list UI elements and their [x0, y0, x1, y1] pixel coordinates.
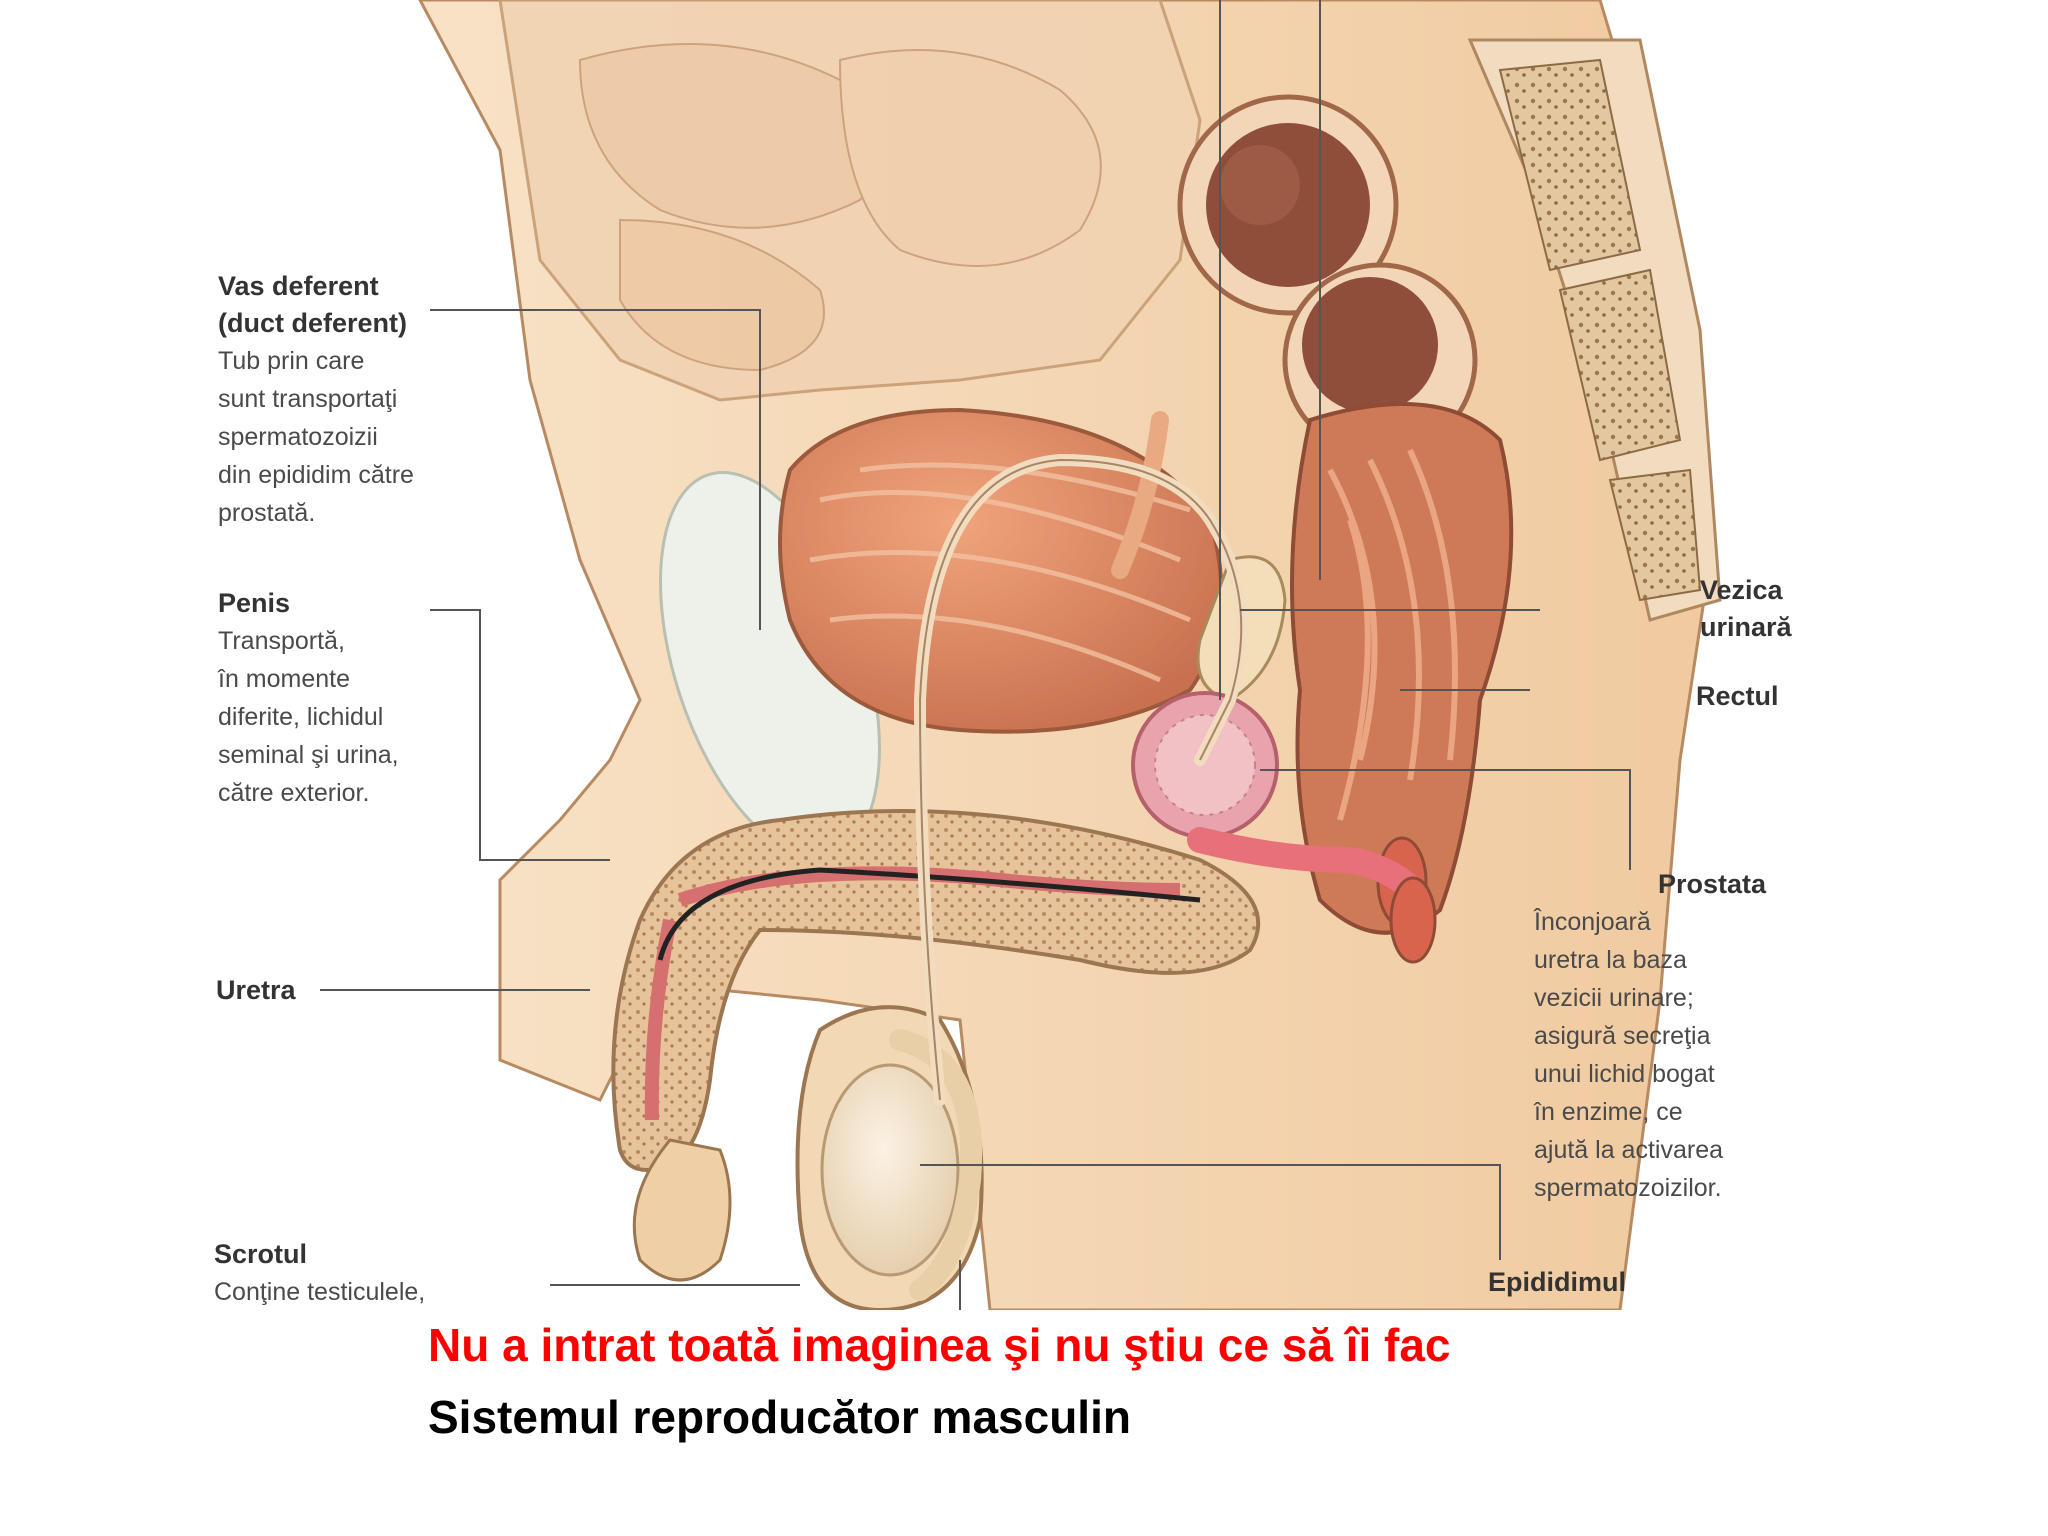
testis [820, 1063, 960, 1277]
prostate-gland [1131, 691, 1279, 839]
label-uretra: Uretra [216, 972, 296, 1009]
label-scrotul-desc: Conţine testiculele, [214, 1278, 426, 1306]
label-vas-title: Vas deferent [218, 271, 379, 301]
label-rectul-title: Rectul [1696, 681, 1779, 711]
label-uretra-title: Uretra [216, 975, 296, 1005]
leader-lines [320, 0, 1631, 1310]
label-vezica: Vezica urinară [1700, 572, 1792, 646]
label-vezica-title: Vezica urinară [1700, 575, 1792, 642]
anatomy-illustration [320, 0, 1722, 1310]
penis [611, 809, 1261, 1282]
scrotum [795, 1005, 984, 1310]
label-prostata-desc: Înconjoară uretra la baza vezicii urinar… [1534, 908, 1724, 1202]
intestine-loops [498, 0, 1202, 402]
caption-warning: Nu a intrat toată imaginea şi nu ştiu ce… [428, 1319, 1451, 1371]
caption-title: Sistemul reproducător masculin [428, 1391, 1131, 1443]
label-rectul: Rectul [1696, 678, 1779, 715]
sacrum-bone [1467, 38, 1722, 622]
bulbourethral-gland [1389, 876, 1437, 964]
colon-sections [1177, 94, 1478, 458]
label-penis-title: Penis [218, 588, 291, 618]
label-penis-desc: Transportă, în momente diferite, lichidu… [218, 627, 399, 807]
label-epididimul: Epididimul [1488, 1264, 1626, 1301]
label-vas-deferent: Vas deferent (duct deferent) Tub prin ca… [218, 268, 414, 532]
label-scrotul: Scrotul Conţine testiculele, [214, 1236, 425, 1311]
urinary-bladder [778, 407, 1224, 734]
label-scrotul-title: Scrotul [214, 1239, 308, 1269]
label-vas-desc: Tub prin care sunt transportaţi spermato… [218, 347, 414, 527]
label-prostata: Prostata Înconjoară uretra la baza vezic… [1534, 866, 1766, 1207]
label-epididimul-title: Epididimul [1488, 1267, 1626, 1297]
label-penis: Penis Transportă, în momente diferite, l… [218, 585, 399, 812]
label-vas-title2: (duct deferent) [218, 308, 407, 338]
label-prostata-title: Prostata [1657, 869, 1766, 899]
